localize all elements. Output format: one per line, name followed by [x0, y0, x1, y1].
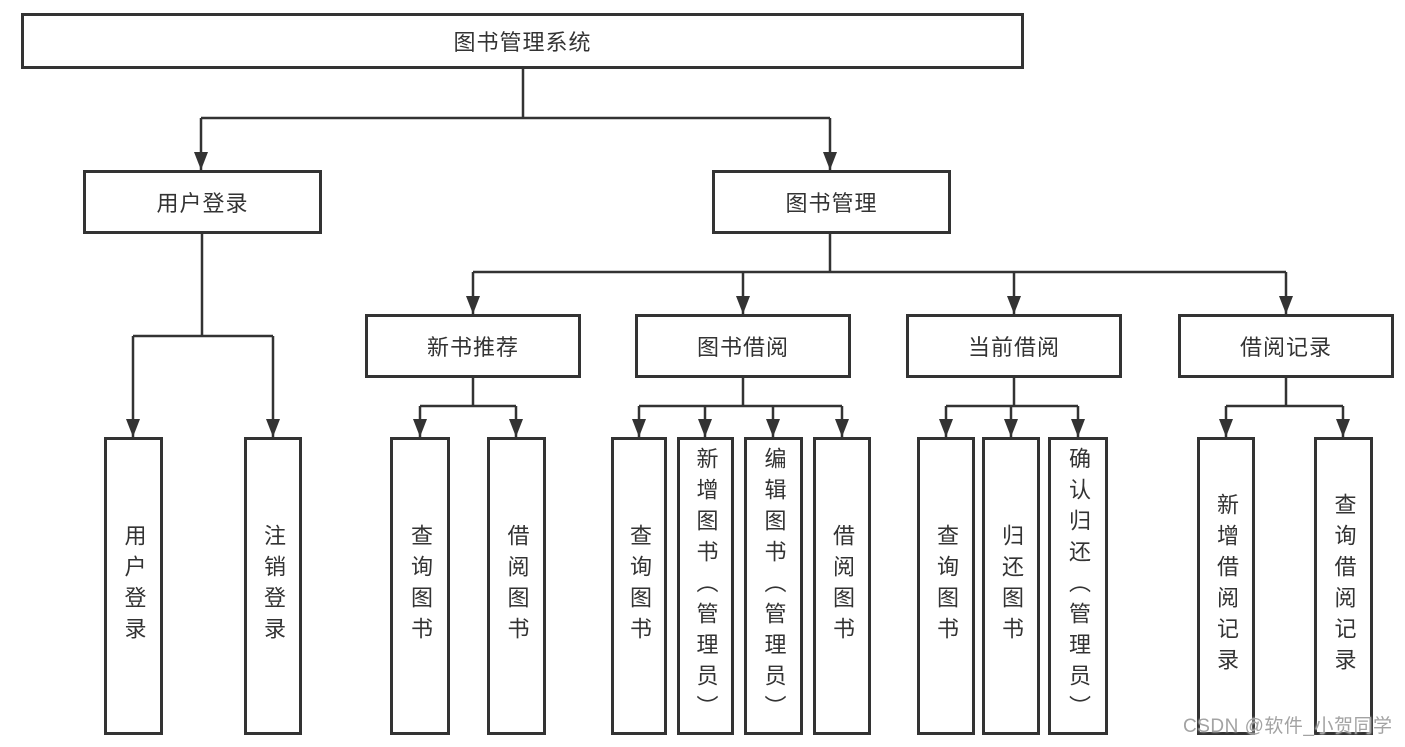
leaf-return-books-label: 归还图书: [999, 524, 1024, 648]
leaf-query-borrow-record-label: 查询借阅记录: [1331, 493, 1357, 679]
node-borrowing-records: 借阅记录: [1178, 314, 1394, 378]
leaf-add-borrow-record-label: 新增借阅记录: [1214, 493, 1239, 679]
node-current-borrowing-label: 当前借阅: [967, 335, 1060, 360]
leaf-confirm-return-admin-label: 确认归还（管理员）: [1066, 446, 1091, 726]
node-book-borrowing-label: 图书借阅: [696, 335, 789, 360]
leaf-query-books-recommend: 查询图书: [390, 437, 450, 735]
node-book-borrowing: 图书借阅: [635, 314, 851, 378]
leaf-user-login-label: 用户登录: [121, 524, 147, 648]
node-current-borrowing: 当前借阅: [906, 314, 1122, 378]
node-new-book-recommendation: 新书推荐: [365, 314, 581, 378]
node-library-system: 图书管理系统: [21, 13, 1024, 69]
leaf-user-login: 用户登录: [104, 437, 163, 735]
node-book-management-label: 图书管理: [785, 191, 878, 216]
csdn-watermark: CSDN @软件_小贺同学: [1183, 716, 1393, 737]
leaf-query-books-borrowing-label: 查询图书: [627, 524, 652, 648]
leaf-borrow-books-borrowing-label: 借阅图书: [830, 524, 855, 648]
node-new-book-recommendation-label: 新书推荐: [426, 335, 519, 360]
leaf-query-books-current-label: 查询图书: [934, 524, 959, 648]
leaf-logout: 注销登录: [244, 437, 302, 735]
leaf-add-book-admin: 新增图书（管理员）: [677, 437, 734, 735]
leaf-query-borrow-record: 查询借阅记录: [1314, 437, 1373, 735]
leaf-query-books-current: 查询图书: [917, 437, 975, 735]
leaf-confirm-return-admin: 确认归还（管理员）: [1048, 437, 1108, 735]
node-library-system-label: 图书管理系统: [453, 30, 592, 55]
leaf-add-borrow-record: 新增借阅记录: [1197, 437, 1255, 735]
connector-bars: [133, 69, 1343, 408]
leaf-add-book-admin-label: 新增图书（管理员）: [693, 446, 719, 726]
node-book-management: 图书管理: [712, 170, 951, 234]
leaf-edit-book-admin-label: 编辑图书（管理员）: [761, 446, 787, 726]
leaf-borrow-books-recommend-label: 借阅图书: [504, 524, 530, 648]
leaf-return-books: 归还图书: [982, 437, 1040, 735]
leaf-borrow-books-borrowing: 借阅图书: [813, 437, 871, 735]
leaf-borrow-books-recommend: 借阅图书: [487, 437, 546, 735]
leaf-query-books-borrowing: 查询图书: [611, 437, 667, 735]
node-user-login: 用户登录: [83, 170, 322, 234]
node-user-login-label: 用户登录: [156, 191, 249, 216]
node-borrowing-records-label: 借阅记录: [1239, 335, 1332, 360]
leaf-edit-book-admin: 编辑图书（管理员）: [744, 437, 803, 735]
leaf-logout-label: 注销登录: [261, 524, 286, 648]
connector-arrows: [126, 118, 1350, 437]
leaf-query-books-recommend-label: 查询图书: [408, 524, 433, 648]
